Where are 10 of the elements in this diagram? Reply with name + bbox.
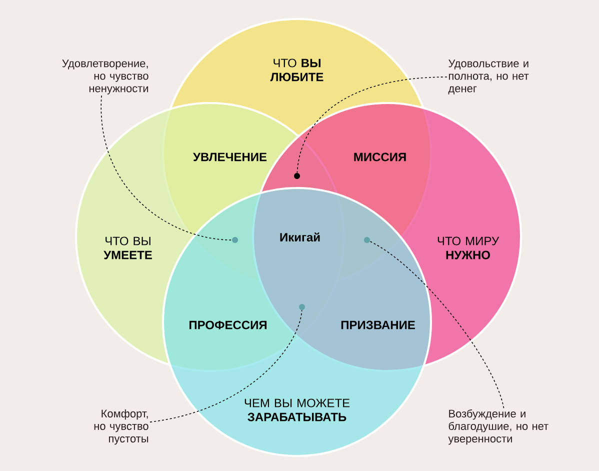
leader-line — [296, 76, 448, 174]
region-label: Икигай — [280, 232, 320, 242]
leader-line — [101, 95, 232, 240]
annotation-text: Удовлетворение, но чувство ненужности — [62, 60, 148, 94]
annotation-text: Удовольствие и полнота, но нет денег — [448, 60, 529, 94]
annotation-text: Комфорт, но чувство пустоты — [94, 409, 148, 445]
region-label: МИССИЯ — [354, 152, 406, 162]
annotation-text: Возбуждение и благодушие, но нет уверенности — [448, 409, 548, 445]
leader-line — [370, 240, 504, 409]
leader-line — [150, 310, 302, 422]
